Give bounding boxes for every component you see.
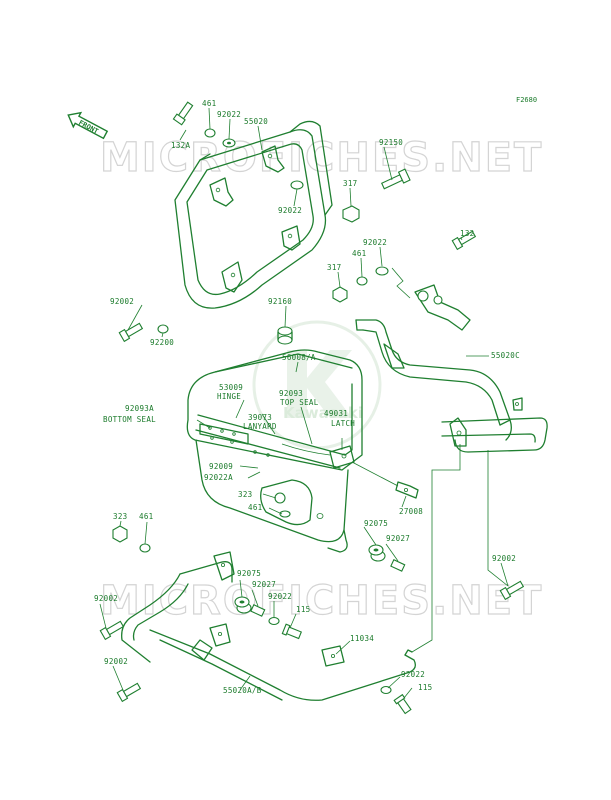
label-92093a: 92093A: [125, 404, 154, 413]
washer-92022-low: [268, 616, 280, 626]
leader-lines: [99, 107, 509, 699]
washer-461-right: [356, 276, 368, 286]
label-461-right: 461: [352, 249, 366, 258]
label-49031: 49031: [324, 409, 348, 418]
label-92200: 92200: [150, 338, 174, 347]
saddlebag-case-56008: [186, 349, 363, 553]
bolt-115-br: [393, 693, 412, 715]
bolt-92002-left: [118, 322, 144, 343]
upper-frame-55020: [174, 120, 333, 309]
label-27008: 27008: [399, 507, 423, 516]
label-132: 132: [460, 229, 474, 238]
label-92022-top: 92022: [217, 110, 241, 119]
label-115-low: 115: [296, 605, 310, 614]
label-92075-left: 92075: [237, 569, 261, 578]
label-92022a: 92022A: [204, 473, 233, 482]
label-317-top: 317: [343, 179, 357, 188]
bolt-115-low: [281, 623, 303, 640]
grommet-92075-left: [234, 596, 252, 614]
collar-92027-left: [250, 604, 266, 617]
washer-461-top: [204, 128, 216, 138]
ref-code: F2680: [516, 96, 537, 104]
label-55020ab: 55020A/B: [223, 686, 262, 695]
label-39073: 39073: [248, 413, 272, 422]
rail-55020ab: [121, 551, 416, 701]
label-323-left: 323: [113, 512, 127, 521]
label-11034: 11034: [350, 634, 374, 643]
bolt-92002-right: [499, 580, 525, 601]
label-49031-latch: LATCH: [331, 419, 355, 428]
logo-text: Kawasaki: [283, 404, 363, 422]
label-323-mid: 323: [238, 490, 252, 499]
rail-55020c: [355, 284, 548, 453]
washer-461-left: [139, 543, 151, 553]
label-92022-low: 92022: [268, 592, 292, 601]
label-53009: 53009: [219, 383, 243, 392]
washer-92022-mid: [290, 180, 304, 190]
label-92022-right: 92022: [363, 238, 387, 247]
label-55020c: 55020C: [491, 351, 520, 360]
bolt-92150: [381, 168, 411, 190]
label-39073-lanyard: LANYARD: [243, 422, 277, 431]
bolt-132: [451, 230, 477, 251]
label-92002-bl: 92002: [94, 594, 118, 603]
label-92075-right: 92075: [364, 519, 388, 528]
key-27008: [351, 461, 419, 499]
label-92002-bottom: 92002: [104, 657, 128, 666]
label-461-top: 461: [202, 99, 216, 108]
watermark-bottom: MICROFICHES.NET: [100, 578, 543, 624]
front-arrow-icon: FRONT: [67, 111, 109, 140]
label-92160: 92160: [268, 297, 292, 306]
label-56008: 56008/A: [282, 353, 316, 362]
label-92093: 92093: [279, 389, 303, 398]
label-92027-left: 92027: [252, 580, 276, 589]
label-92009: 92009: [209, 462, 233, 471]
nut-317-right: [332, 286, 348, 303]
grommet-92160: [277, 326, 293, 345]
label-92022-mid: 92022: [278, 206, 302, 215]
washer-92022-right: [375, 266, 389, 276]
label-55020: 55020: [244, 117, 268, 126]
nut-317-top: [342, 205, 360, 223]
collar-92027-right: [390, 559, 406, 572]
label-317-right: 317: [327, 263, 341, 272]
washer-92022-br: [380, 685, 392, 695]
label-92093-top-seal: TOP SEAL: [280, 398, 319, 407]
label-92027-right: 92027: [386, 534, 410, 543]
label-461-left: 461: [139, 512, 153, 521]
nut-323-left: [112, 525, 128, 543]
watermark-top: MICROFICHES.NET: [100, 135, 543, 181]
label-92150: 92150: [379, 138, 403, 147]
label-92093a-bottom-seal: BOTTOM SEAL: [103, 415, 156, 424]
bolt-132a: [172, 101, 194, 126]
part-labels: 132A 461 92022 55020 92150 317 92022 920…: [94, 99, 520, 695]
label-132a: 132A: [171, 141, 190, 150]
label-92002-left: 92002: [110, 297, 134, 306]
grommet-92075-right: [368, 544, 386, 562]
bolt-92002-bl: [99, 620, 125, 641]
washer-92200: [157, 324, 169, 334]
label-92022-br: 92022: [401, 670, 425, 679]
label-92002-right: 92002: [492, 554, 516, 563]
bolt-92002-bottom: [116, 682, 142, 703]
label-115-br: 115: [418, 683, 432, 692]
label-53009-hinge: HINGE: [217, 392, 241, 401]
label-461-mid: 461: [248, 503, 262, 512]
